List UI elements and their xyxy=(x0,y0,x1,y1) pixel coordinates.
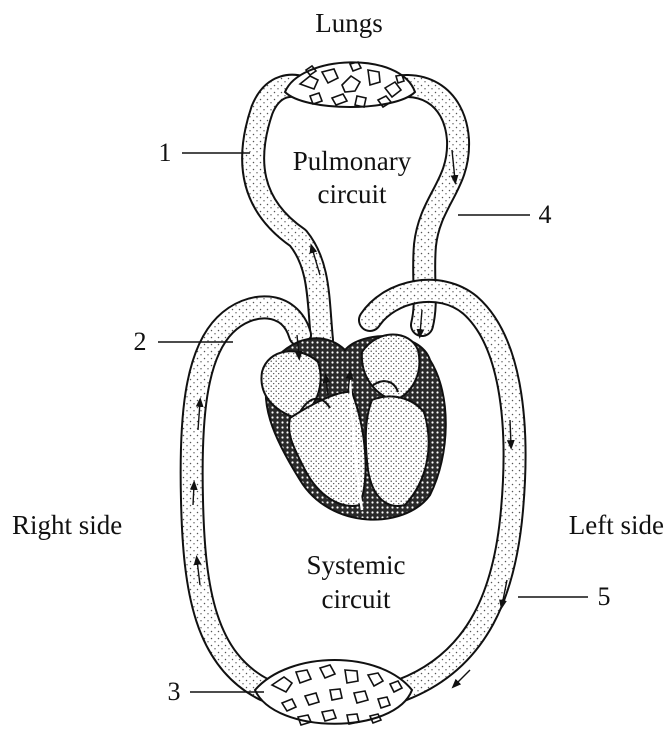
label-systemic-line1: Systemic xyxy=(307,550,406,580)
callout-2: 2 xyxy=(134,327,147,356)
label-systemic-line2: circuit xyxy=(322,584,391,614)
label-pulmonary-line1: Pulmonary xyxy=(293,146,412,176)
body-capillary-bed xyxy=(255,660,412,725)
callout-3: 3 xyxy=(168,677,181,706)
label-left-side: Left side xyxy=(569,510,664,540)
arrow-systemic-down-3 xyxy=(455,670,470,685)
label-pulmonary-line2: circuit xyxy=(318,179,387,209)
callout-1: 1 xyxy=(159,138,172,167)
label-right-side: Right side xyxy=(12,510,122,540)
callout-4: 4 xyxy=(539,200,552,229)
label-lungs: Lungs xyxy=(315,8,383,38)
heart xyxy=(261,335,445,520)
arrow-systemic-up-2 xyxy=(193,485,194,505)
lungs-capillary-bed xyxy=(285,62,415,107)
callout-5: 5 xyxy=(598,582,611,611)
arrow-systemic-down-1 xyxy=(510,420,511,445)
